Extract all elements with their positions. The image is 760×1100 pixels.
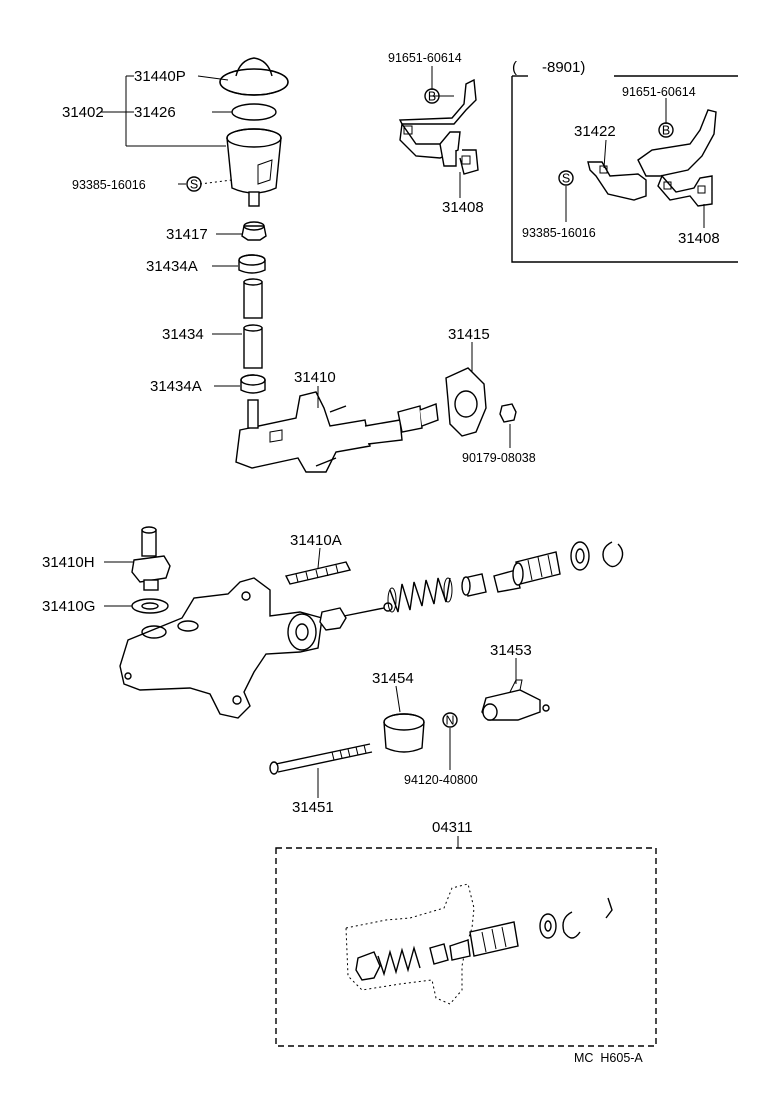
- label-31410: 31410: [294, 369, 336, 386]
- repair-kit-box: [275, 847, 657, 1047]
- label-04311: 04311: [432, 819, 473, 836]
- clevis: [481, 679, 550, 721]
- label-31426: 31426: [134, 104, 176, 121]
- reservoir-bracket-main: [398, 78, 479, 175]
- leader-31422: [603, 139, 607, 169]
- reservoir-hose: [243, 278, 263, 369]
- label-91651-60614-inset: 91651-60614: [622, 85, 696, 99]
- s-symbol-main: S: [186, 176, 202, 192]
- svg-text:B: B: [428, 90, 436, 104]
- label-31402: 31402: [62, 104, 104, 121]
- label-31408-inset: 31408: [678, 230, 720, 247]
- b-symbol-main: B: [424, 88, 440, 104]
- reservoir-bracket-bolt: [199, 179, 233, 185]
- hose-clip-lower: [240, 374, 266, 394]
- boot-seal: [383, 713, 425, 753]
- svg-text:N: N: [445, 714, 454, 728]
- n-symbol-main: N: [442, 712, 458, 728]
- inset-box: [511, 75, 738, 263]
- master-cylinder-assembly-upper: [235, 391, 439, 473]
- gasket-washer: [131, 598, 169, 614]
- union-fitting: [241, 221, 267, 241]
- reservoir-cap-seal: [231, 103, 277, 121]
- long-bolt: [269, 743, 373, 775]
- label-93385-16016-inset: 93385-16016: [522, 226, 596, 240]
- reservoir-bracket-inset: [587, 109, 717, 207]
- label-31434A-bottom: 31434A: [150, 378, 202, 395]
- s-symbol-inset: S: [558, 170, 574, 186]
- hose-clip-upper: [238, 254, 266, 274]
- label-31415: 31415: [448, 326, 490, 343]
- master-cylinder-body-exploded: [119, 577, 323, 719]
- b-symbol-inset: B: [658, 122, 674, 138]
- piston-cup: [570, 541, 590, 571]
- label-94120-40800: 94120-40800: [404, 773, 478, 787]
- label-31417: 31417: [166, 226, 208, 243]
- label-31434: 31434: [162, 326, 204, 343]
- return-spring: [387, 577, 453, 613]
- label-31440P: 31440P: [134, 68, 186, 85]
- svg-text:S: S: [190, 178, 198, 192]
- label-inset-header: ( -8901): [512, 59, 585, 76]
- label-31408-main: 31408: [442, 199, 484, 216]
- snap-ring: [602, 541, 624, 568]
- spring-seat: [461, 573, 487, 597]
- label-31410G: 31410G: [42, 598, 95, 615]
- label-31434A-top: 31434A: [146, 258, 198, 275]
- reservoir-tank: [226, 128, 282, 207]
- label-31410H: 31410H: [42, 554, 95, 571]
- leader-lines: [100, 66, 667, 848]
- push-rod: [319, 602, 393, 631]
- footer-diagram-code: MC H605-A: [574, 1051, 643, 1065]
- stud-bolt: [284, 561, 352, 585]
- label-91651-60614-main: 91651-60614: [388, 51, 462, 65]
- svg-text:S: S: [562, 172, 570, 186]
- svg-text:B: B: [662, 124, 670, 138]
- label-90179-08038: 90179-08038: [462, 451, 536, 465]
- label-31451: 31451: [292, 799, 334, 816]
- master-cylinder-gasket: [445, 367, 487, 437]
- union-bolt-fitting: [131, 526, 171, 591]
- reservoir-cap: [219, 57, 289, 96]
- label-93385-16016-main: 93385-16016: [72, 178, 146, 192]
- label-31453: 31453: [490, 642, 532, 659]
- label-31454: 31454: [372, 670, 414, 687]
- label-31410A: 31410A: [290, 532, 342, 549]
- mounting-nut: [499, 403, 517, 423]
- piston: [493, 551, 561, 593]
- label-31422: 31422: [574, 123, 616, 140]
- repair-kit-parts: [345, 883, 613, 1005]
